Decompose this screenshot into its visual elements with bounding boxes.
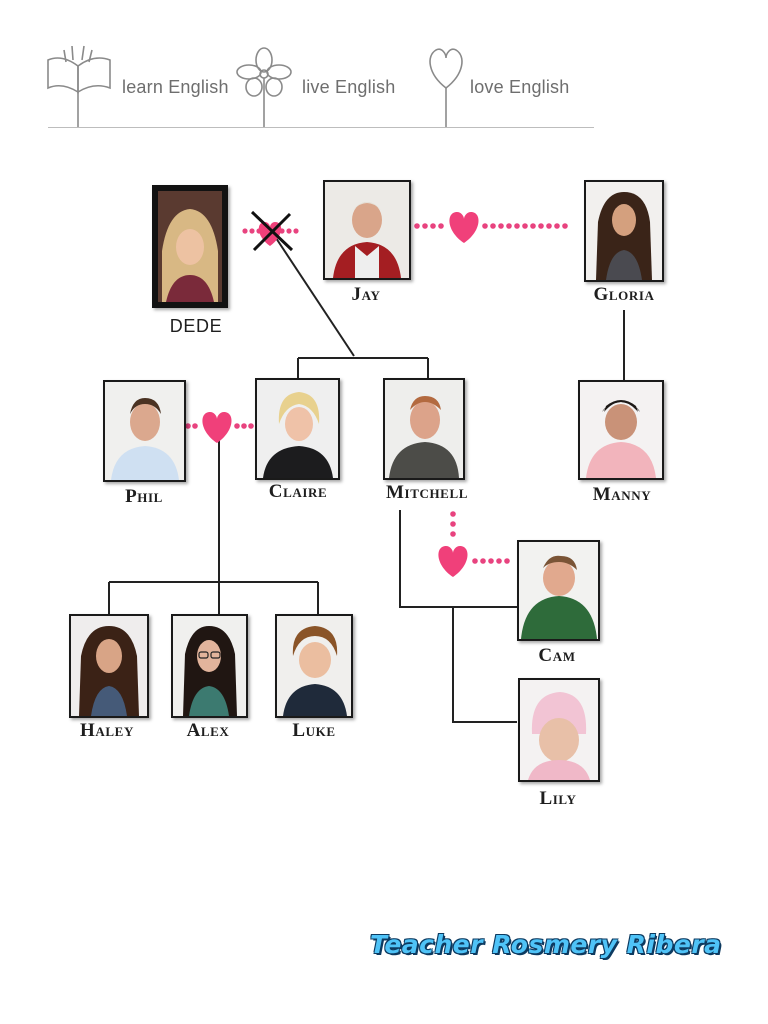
member-name-mitchell: Mitchell bbox=[386, 482, 468, 503]
member-name-cam: Cam bbox=[538, 645, 576, 666]
member-name-phil: Phil bbox=[125, 486, 163, 507]
heart-icon bbox=[449, 212, 479, 243]
flower-icon bbox=[236, 44, 292, 130]
book-icon bbox=[44, 44, 116, 130]
member-name-jay: Jay bbox=[351, 284, 381, 305]
photo-alex bbox=[171, 614, 248, 718]
photo-mitchell bbox=[383, 378, 465, 480]
heart-icon bbox=[438, 546, 468, 577]
photo-haley bbox=[69, 614, 149, 718]
member-name-manny: Manny bbox=[592, 484, 652, 505]
member-name-haley: Haley bbox=[80, 720, 134, 741]
header-label-live: live English bbox=[302, 77, 396, 97]
member-name-lily: Lily bbox=[539, 788, 577, 809]
header-label-learn: learn English bbox=[122, 77, 229, 97]
header-label-love: love English bbox=[470, 77, 570, 97]
photo-manny bbox=[578, 380, 664, 480]
member-name-dede: DEDE bbox=[169, 316, 223, 336]
photo-luke bbox=[275, 614, 353, 718]
member-name-gloria: Gloria bbox=[593, 284, 655, 305]
header-divider bbox=[48, 127, 594, 128]
member-name-alex: Alex bbox=[186, 720, 230, 741]
photo-phil bbox=[103, 380, 186, 482]
divorce-cross-icon bbox=[250, 210, 294, 252]
photo-cam bbox=[517, 540, 600, 641]
photo-jay bbox=[323, 180, 411, 280]
member-name-claire: Claire bbox=[268, 481, 328, 502]
author-credit: Teacher Rosmery Ribera bbox=[370, 930, 722, 959]
photo-lily bbox=[518, 678, 600, 782]
photo-gloria bbox=[584, 180, 664, 282]
photo-dede bbox=[152, 185, 228, 308]
heart-icon bbox=[202, 412, 232, 443]
heart-stem-icon bbox=[424, 44, 468, 130]
member-name-luke: Luke bbox=[292, 720, 336, 741]
photo-claire bbox=[255, 378, 340, 480]
